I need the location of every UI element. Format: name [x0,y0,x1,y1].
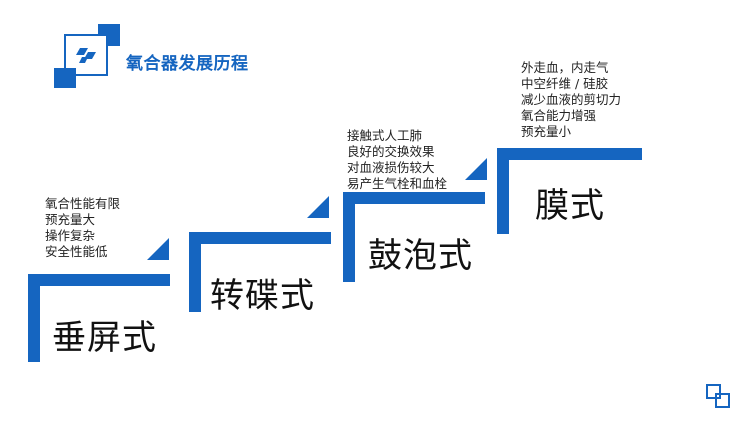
feature-item: 安全性能低 [45,244,108,259]
page-title: 氧合器发展历程 [126,54,249,74]
feature-item: 氧合能力增强 [521,108,597,123]
feature-item: 减少血液的剪切力 [521,92,622,107]
stage-2-step-bar [189,232,331,244]
stage-1-step-post [28,274,40,362]
stage-2-label: 转碟式 [210,276,315,316]
stage-4-label: 膜式 [535,186,605,226]
feature-item: 良好的交换效果 [347,144,435,159]
stage-4-step-bar [497,148,642,160]
stage-3-label: 鼓泡式 [368,236,473,276]
stage-1-label: 垂屏式 [52,318,157,358]
stage-3-step-corner [465,158,487,180]
stage-1-step-corner [147,238,169,260]
feature-item: 氧合性能有限 [45,196,121,211]
stage-1-features: 氧合性能有限 预充量大 操作复杂 安全性能低 [45,196,120,260]
stage-2-step-corner [307,196,329,218]
feature-item: 操作复杂 [45,228,96,243]
feature-item: 易产生气栓和血栓 [347,176,448,191]
stage-3-step-bar [343,192,485,204]
feature-item: 预充量大 [45,212,96,227]
feature-item: 外走血，内走气 [521,60,609,75]
feature-item: 接触式人工肺 [347,128,423,143]
stage-4-step-post [497,148,509,234]
logo-icon [54,24,122,88]
overlapping-squares-icon [706,384,732,410]
stage-1-step-bar [28,274,170,286]
feature-item: 预充量小 [521,124,572,139]
stage-2-step-post [189,232,201,312]
stage-3-step-post [343,192,355,282]
feature-item: 对血液损伤较大 [347,160,435,175]
stage-3-features: 接触式人工肺 良好的交换效果 对血液损伤较大 易产生气栓和血栓 [347,128,447,192]
feature-item: 中空纤维 / 硅胶 [521,76,609,91]
stage-4-features: 外走血，内走气 中空纤维 / 硅胶 减少血液的剪切力 氧合能力增强 预充量小 [521,60,621,140]
